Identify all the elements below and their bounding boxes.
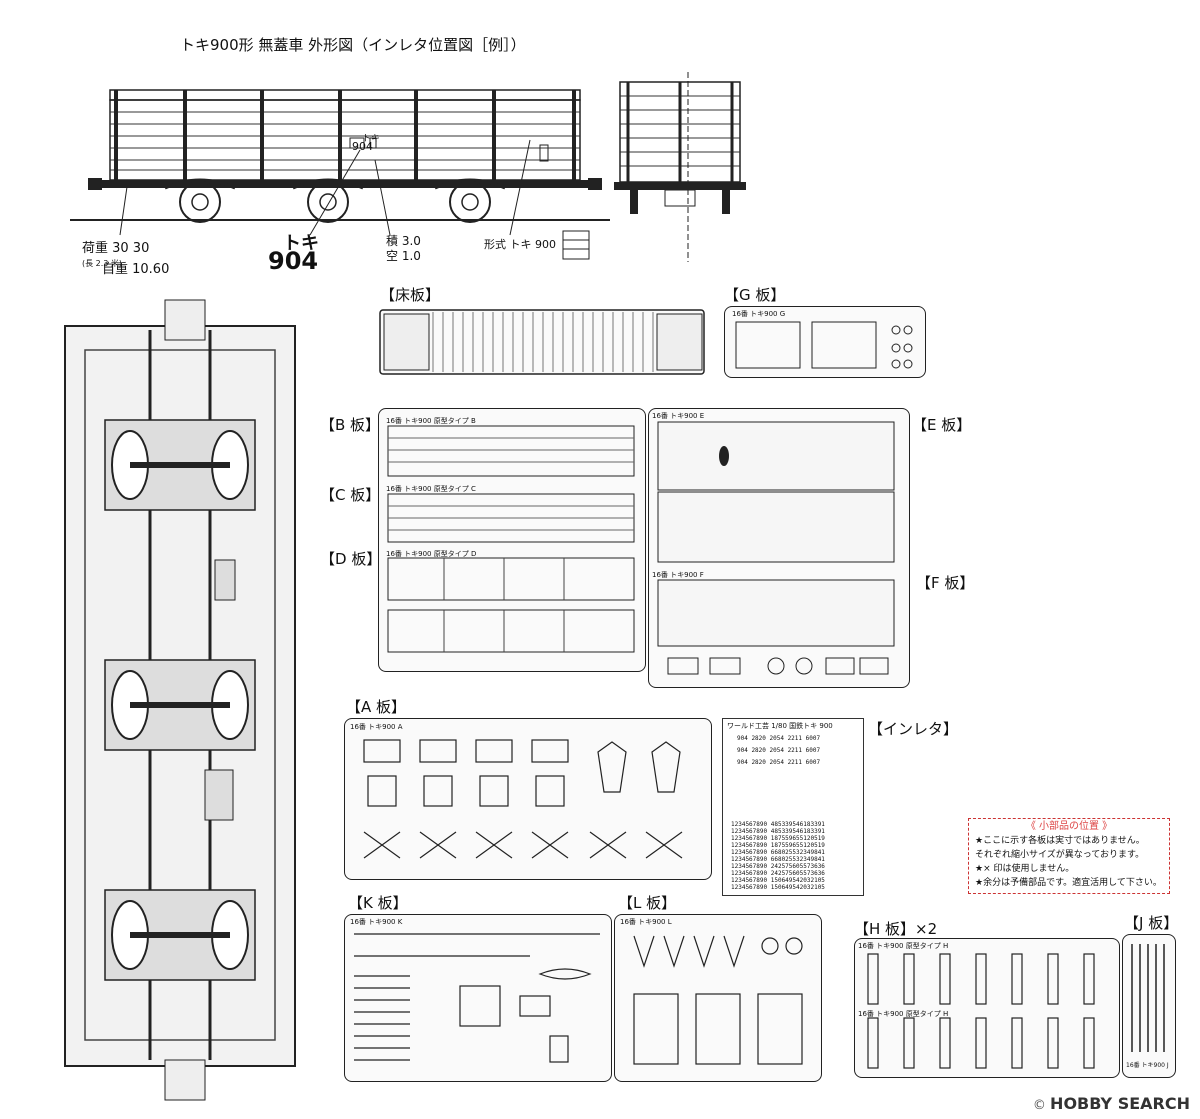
sheet-j (1122, 934, 1176, 1078)
sheet-bcd (378, 408, 646, 672)
side-view-drawing (70, 89, 610, 236)
sheet-l-parts (633, 935, 803, 1065)
notice-line: ★余分は予備部品です。適宜活用して下さい。 (975, 878, 1162, 888)
length-note: (長 2.3 米) (82, 259, 123, 268)
decal-title: ワールド工芸 1/80 国鉄トキ 900 (727, 722, 833, 730)
sheet-l-label: 16番 トキ900 L (620, 918, 672, 926)
sheet-a (344, 718, 712, 880)
sheet-c-label: 16番 トキ900 原型タイプ C (386, 485, 476, 493)
underside-plan-view (64, 299, 296, 1101)
sheet-k (344, 914, 612, 1082)
panel-label-j: 【J 板】 (1124, 914, 1179, 932)
decal-digits: 1234567890 485339546183391 (731, 828, 825, 835)
small-tokei-label: トキ (362, 134, 381, 144)
decal-digits: 1234567890 242575605573636 (731, 870, 825, 877)
small-car-number: 904 (352, 140, 373, 153)
panel-label-c: 【C 板】 (320, 486, 381, 504)
panel-label-l: 【L 板】 (618, 894, 677, 912)
load-capacity-label: 荷重 30 30 (82, 241, 150, 256)
decal-digits: 1234567890 668025532349841 (731, 849, 825, 856)
floor-plate (379, 309, 705, 375)
end-view-drawing (614, 72, 746, 262)
sheet-h-parts (867, 953, 1095, 1069)
sheet-j-parts (1131, 944, 1165, 1052)
panel-label-g: 【G 板】 (724, 286, 786, 304)
sheet-e-label: 16番 トキ900 E (652, 412, 705, 420)
panel-label-a: 【A 板】 (346, 698, 407, 716)
sheet-j-label: 16番 トキ900 J (1126, 1062, 1169, 1069)
sheet-h (854, 938, 1120, 1078)
panel-label-e: 【E 板】 (912, 416, 972, 434)
volume-label: 積 3.0 (386, 234, 421, 248)
decal-digits: 1234567890 187559655120519 (731, 835, 825, 842)
notice-line: それぞれ縮小サイズが異なっております。 (975, 850, 1145, 860)
empty-label: 空 1.0 (386, 249, 421, 263)
panel-label-k: 【K 板】 (348, 894, 408, 912)
sheet-a-label: 16番 トキ900 A (350, 723, 403, 731)
decal-row: 904 2820 2054 2211 6007 (737, 759, 821, 766)
self-weight-label: 自重 10.60 (102, 262, 170, 277)
decal-digits: 1234567890 150649542032105 (731, 884, 825, 891)
decal-digits: 1234567890 150649542032105 (731, 877, 825, 884)
sheet-g-label: 16番 トキ900 G (732, 310, 786, 318)
panel-label-d: 【D 板】 (320, 550, 382, 568)
decal-digits: 1234567890 187559655120519 (731, 842, 825, 849)
sheet-bcd-parts (387, 425, 635, 653)
watermark-brand: HOBBY SEARCH (1050, 1094, 1190, 1113)
sheet-f-label: 16番 トキ900 F (652, 571, 704, 579)
decal-digits: 1234567890 485339546183391 (731, 821, 825, 828)
decal-row: 904 2820 2054 2211 6007 (737, 747, 821, 754)
decal-digits: 1234567890 668025532349841 (731, 856, 825, 863)
notice-title: 《 小部品の位置 》 (1025, 821, 1113, 832)
big-tokei-label: トキ (283, 233, 319, 254)
sheet-b-label: 16番 トキ900 原型タイプ B (386, 417, 476, 425)
sheet-g-parts (735, 321, 913, 369)
notice-line: ★ここに示す各板は実寸ではありません。 (975, 836, 1145, 846)
panel-label-b: 【B 板】 (320, 416, 381, 434)
copyright-mark: © (1032, 1098, 1046, 1113)
panel-label-f: 【F 板】 (916, 574, 975, 592)
small-plate-box (562, 230, 590, 260)
big-car-number: 904 (268, 247, 319, 275)
sheet-a-parts (363, 739, 683, 859)
drawing-title: トキ900形 無蓋車 外形図（インレタ位置図［例］） (180, 36, 526, 54)
decal-row: 904 2820 2054 2211 6007 (737, 735, 821, 742)
decal-sheet: ワールド工芸 1/80 国鉄トキ 900 904 2820 2054 2211 … (722, 718, 864, 896)
panel-label-inleta: 【インレタ】 (868, 720, 959, 738)
watermark: © HOBBY SEARCH (1033, 1094, 1190, 1113)
panel-label-floor: 【床板】 (380, 286, 441, 304)
decal-digits: 1234567890 242575605573636 (731, 863, 825, 870)
type-label: 形式 トキ 900 (484, 238, 556, 251)
sheet-k-label: 16番 トキ900 K (350, 918, 403, 926)
notice-box: 《 小部品の位置 》 ★ここに示す各板は実寸ではありません。 それぞれ縮小サイズ… (968, 818, 1170, 894)
notice-line: ★× 印は使用しません。 (975, 864, 1075, 874)
sheet-k-parts (354, 933, 600, 1063)
sheet-h1-label: 16番 トキ900 原型タイプ H (858, 942, 949, 950)
sheet-d-label: 16番 トキ900 原型タイプ D (386, 550, 477, 558)
sheet-h2-label: 16番 トキ900 原型タイプ H (858, 1010, 949, 1018)
sheet-ef-parts (657, 421, 895, 675)
panel-label-h: 【H 板】×2 (854, 920, 938, 938)
